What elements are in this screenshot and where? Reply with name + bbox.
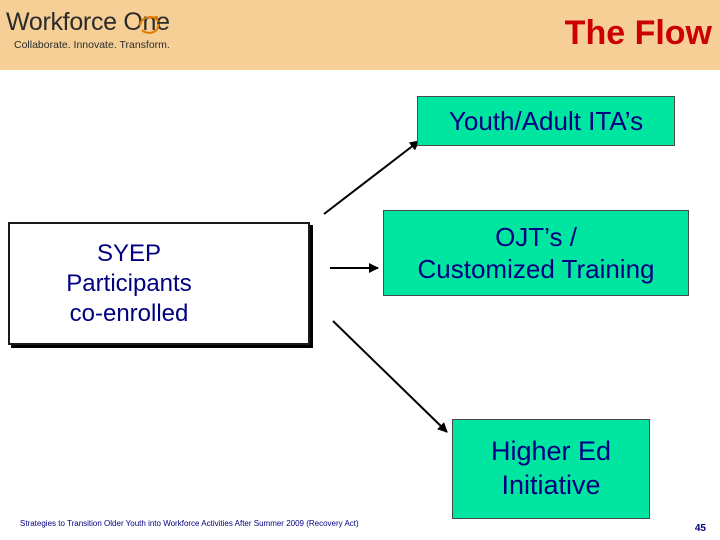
youth-adult-ita-box: Youth/Adult ITA’s (417, 96, 675, 146)
logo-tagline: Collaborate. Innovate. Transform. (14, 39, 170, 51)
syep-line-3: co-enrolled (69, 299, 189, 327)
arrow-to-higher-ed (332, 320, 448, 433)
ojt-customized-training-box: OJT’s / Customized Training (383, 210, 689, 296)
ita-label: Youth/Adult ITA’s (448, 105, 644, 136)
slide-title: The Flow (564, 14, 712, 52)
syep-participants-box: SYEP Participants co-enrolled (8, 222, 310, 345)
higher-ed-line-2: Initiative (501, 470, 601, 500)
ojt-line-2: Customized Training (417, 254, 655, 284)
logo-swirl-icon (139, 15, 160, 34)
footer-text: Strategies to Transition Older Youth int… (20, 519, 359, 528)
syep-line-1: SYEP (96, 239, 161, 267)
higher-ed-initiative-box: Higher Ed Initiative (452, 419, 650, 519)
workforce-one-logo: Workforce One Collaborate. Innovate. Tra… (6, 8, 206, 56)
ojt-line-1: OJT’s / (495, 221, 577, 252)
page-number: 45 (694, 523, 706, 534)
syep-line-2: Participants (66, 269, 192, 297)
higher-ed-line-1: Higher Ed (490, 436, 612, 467)
arrow-to-ita (323, 140, 420, 215)
header-bar: Workforce One Collaborate. Innovate. Tra… (0, 0, 720, 70)
